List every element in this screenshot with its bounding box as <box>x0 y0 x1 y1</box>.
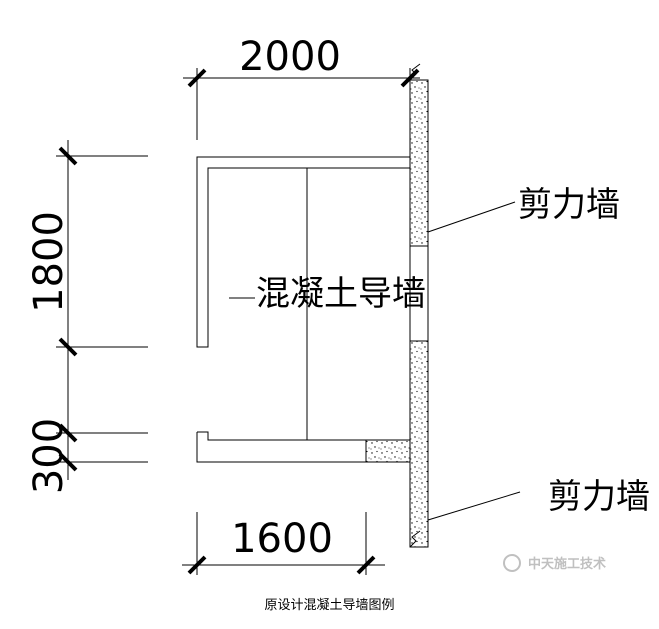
shear-wall <box>365 63 429 548</box>
shear-wall-label-upper: 剪力墙 <box>518 185 620 225</box>
bottom-dimension-text: 1600 <box>231 516 333 562</box>
watermark: 中天施工技术 <box>503 554 606 572</box>
top-dimension-text: 2000 <box>239 34 341 80</box>
watermark-text: 中天施工技术 <box>528 556 606 572</box>
top-dimension <box>183 68 420 140</box>
left-dimension-text: 1800 <box>26 211 72 313</box>
bottom-dimension <box>182 512 385 575</box>
left-small-dimension-text: 300 <box>26 418 72 494</box>
shear-wall-label-lower: 剪力墙 <box>548 477 650 517</box>
left-dimension <box>56 140 148 480</box>
guide-wall-outline <box>196 156 410 463</box>
guide-wall-label: 混凝土导墙 <box>256 274 426 314</box>
leader-lines <box>229 201 521 521</box>
wechat-icon <box>503 554 521 572</box>
figure-caption: 原设计混凝土导墙图例 <box>264 598 395 613</box>
